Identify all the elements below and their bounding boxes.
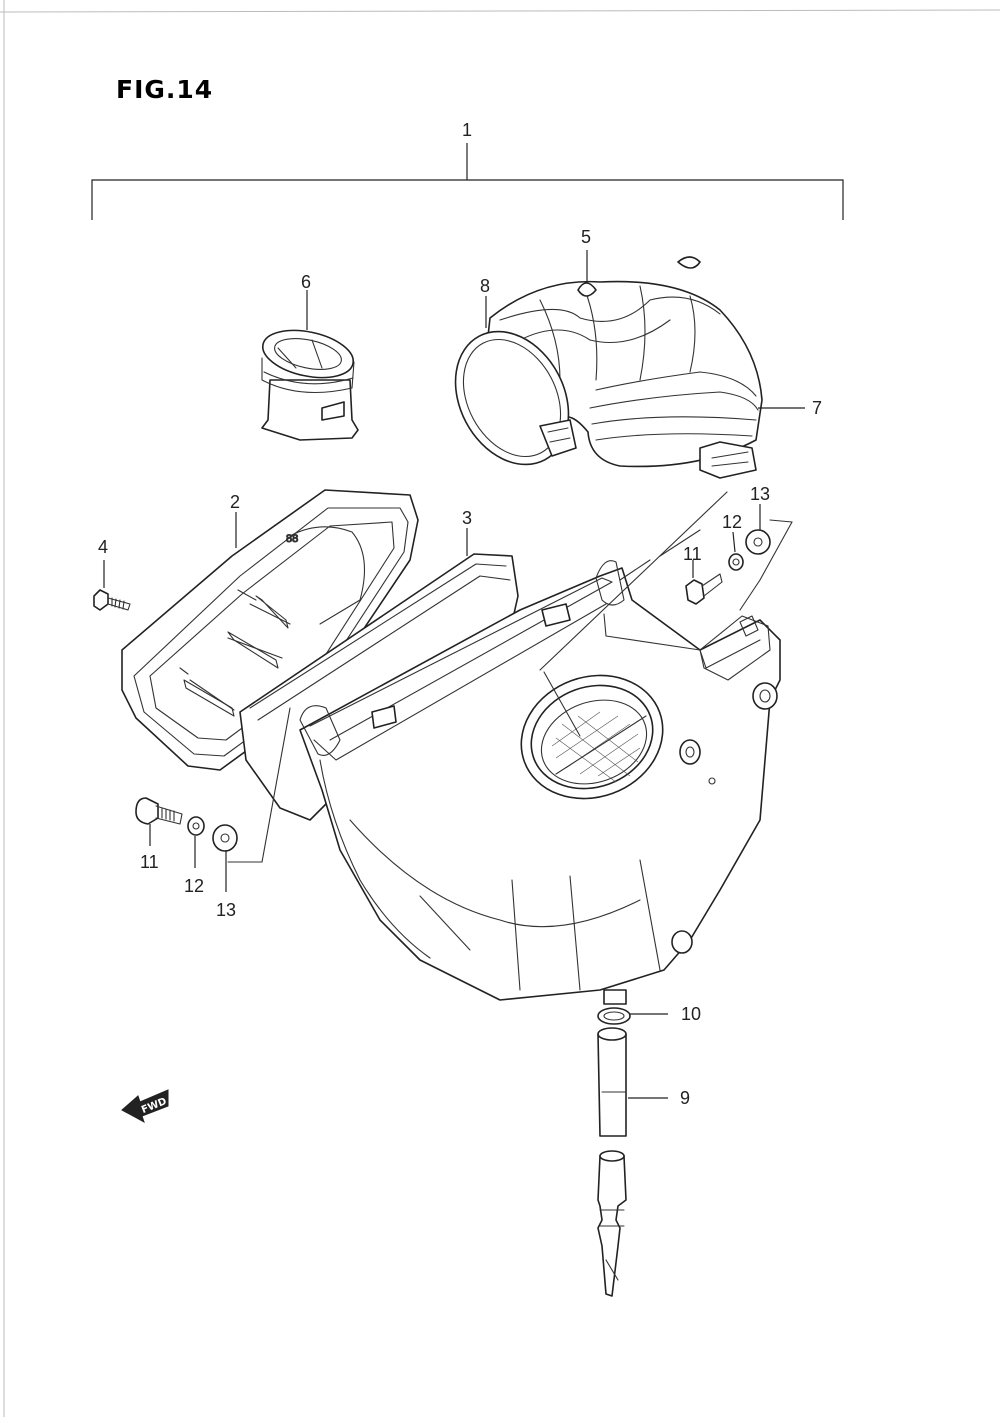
callout-12-left: 12: [184, 876, 204, 896]
part-13-washer-left: [212, 824, 238, 892]
callout-6: 6: [301, 272, 311, 292]
svg-text:88: 88: [286, 533, 298, 545]
assembly-bracket: [91, 143, 844, 220]
intake-port-mesh: [520, 674, 664, 800]
callout-11-right: 11: [683, 544, 702, 564]
callout-11-left: 11: [140, 852, 159, 872]
part-12-washer-right: [728, 531, 744, 571]
callout-labels: 1 2 3 4 5 6 7 8 9 10 11 12 13 11 12 13: [98, 120, 822, 1108]
callout-10: 10: [681, 1004, 701, 1024]
callout-1: 1: [462, 120, 472, 140]
assembly-reference-lines: [227, 491, 793, 863]
fwd-direction-arrow: FWD: [121, 1089, 169, 1124]
part-12-washer-left: [187, 816, 205, 868]
part-8-hose-clamp: [454, 296, 577, 466]
part-9-drain-tube: [597, 1027, 668, 1297]
part-6-intake-duct: [261, 290, 359, 441]
part-5-clamp: [577, 250, 597, 297]
figure-title: FIG.14: [116, 75, 213, 104]
part-11-bolt-right: [685, 560, 723, 605]
part-4-screw: [93, 560, 131, 611]
scan-edge-top: [0, 9, 1000, 13]
part-2-airbox-cover: 88: [121, 489, 419, 771]
callout-13-right: 13: [750, 484, 770, 504]
part-10-clip: [597, 989, 668, 1025]
callout-12-right: 12: [722, 512, 742, 532]
callout-9: 9: [680, 1088, 690, 1108]
callout-2: 2: [230, 492, 240, 512]
callout-5: 5: [581, 227, 591, 247]
part-13-washer-right: [745, 504, 771, 555]
callout-3: 3: [462, 508, 472, 528]
callout-4: 4: [98, 537, 108, 557]
callout-8: 8: [480, 276, 490, 296]
part-11-bolt-left: [135, 797, 183, 846]
callout-13-left: 13: [216, 900, 236, 920]
callout-7: 7: [812, 398, 822, 418]
